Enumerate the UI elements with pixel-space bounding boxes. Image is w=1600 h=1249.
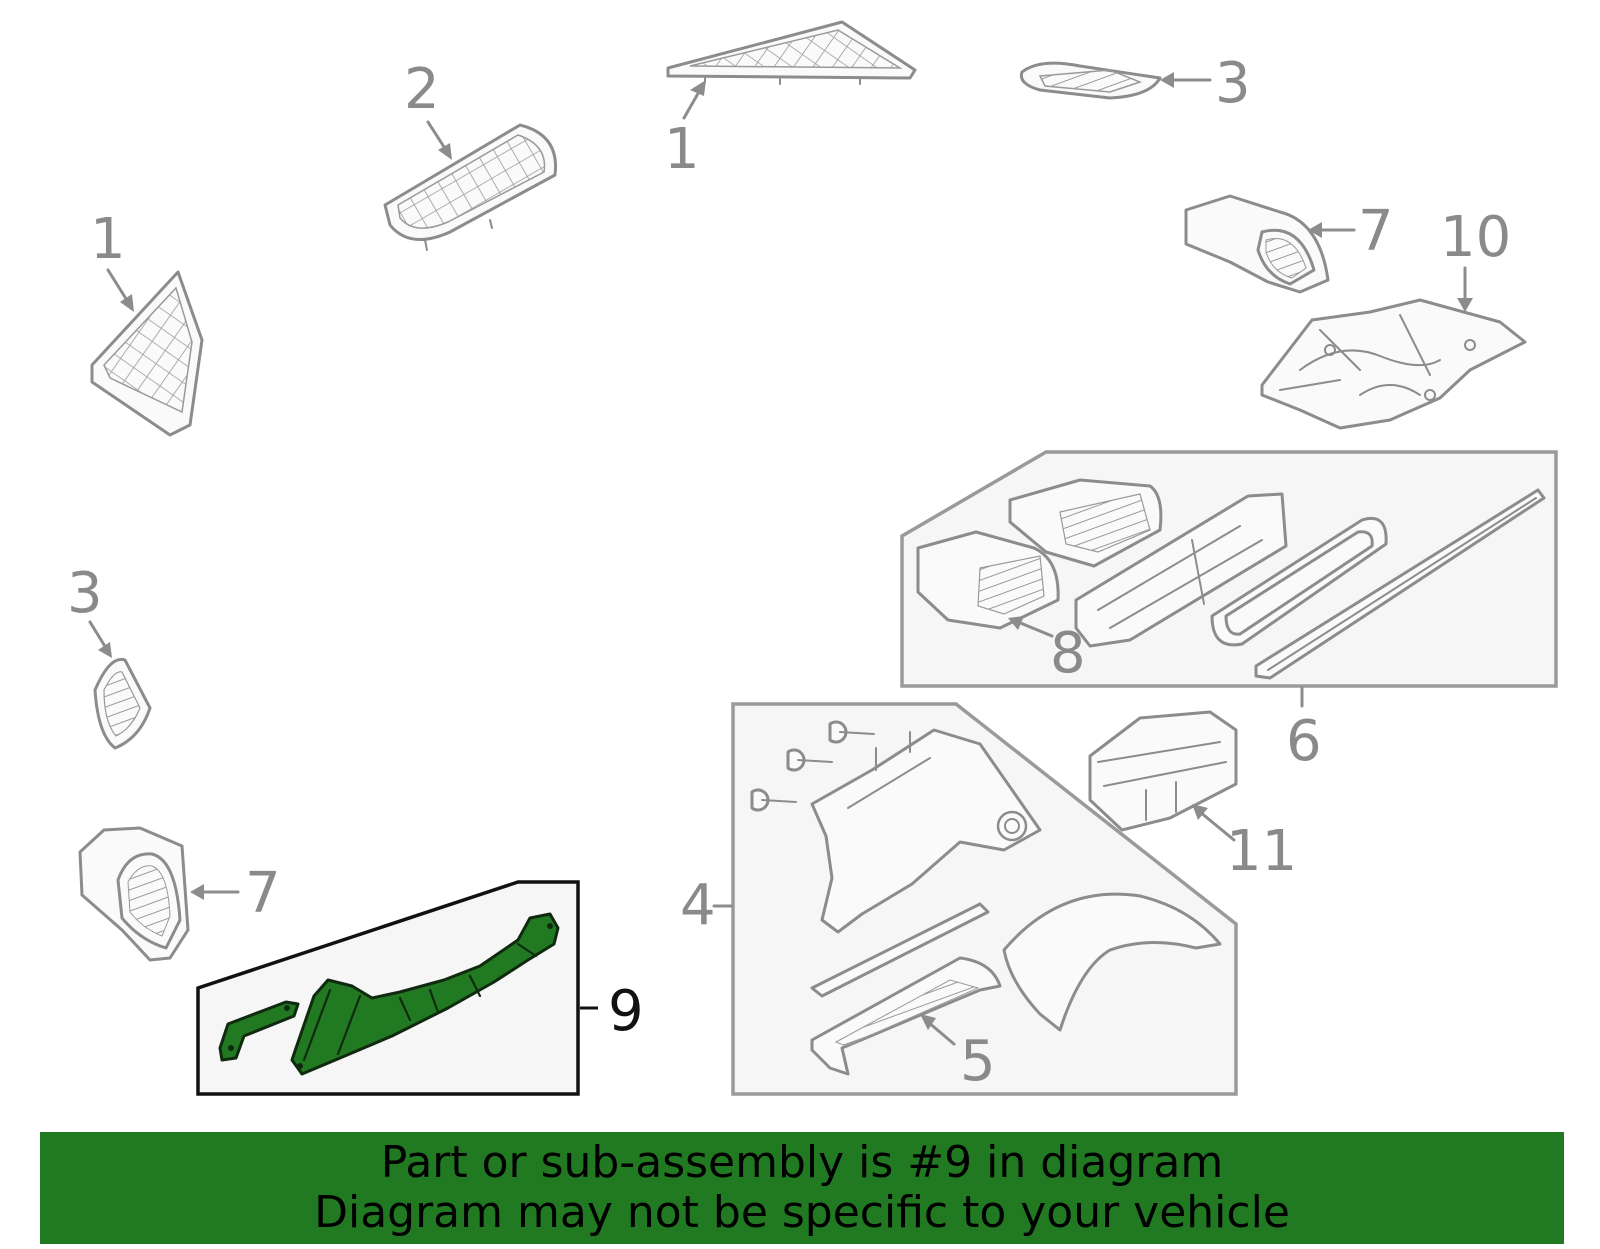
callout-1-top-leader [682,80,706,120]
part-7-top-vent [1184,194,1330,294]
callout-1-left: 1 [90,207,126,272]
callout-3-left-leader [88,620,112,658]
callout-10: 10 [1440,205,1511,270]
callout-10-leader [1457,266,1473,312]
callout-3-top-leader [1160,72,1212,88]
part-10-bracket [1260,298,1527,430]
callout-8: 8 [1050,621,1086,686]
part-1-top-grille [666,20,917,85]
banner-line-1: Part or sub-assembly is #9 in diagram [380,1137,1224,1188]
callout-11: 11 [1226,819,1297,884]
callout-8-leader [1008,616,1054,638]
callout-7-left-leader [190,884,240,900]
callout-1-top: 1 [664,117,700,182]
callout-3-top: 3 [1215,51,1251,116]
callout-11-leader [1192,804,1236,842]
callout-5: 5 [960,1029,996,1094]
part-9-group-box [196,880,580,1096]
part-9-reinforcement-highlighted [218,912,560,1076]
part-2-center-grille [383,123,558,251]
part-1-left-grille [90,270,204,437]
callout-9: 9 [608,979,644,1044]
info-banner: Part or sub-assembly is #9 in diagram Di… [40,1132,1564,1244]
part-3-top-vent [1019,61,1162,100]
callout-1-left-leader [106,268,134,312]
callout-4: 4 [680,873,716,938]
part-4-group-box [731,702,1238,1096]
callout-7-top-leader [1308,222,1356,238]
callout-2-leader [426,120,452,160]
callout-7-left: 7 [245,861,281,926]
callout-5-leader [920,1014,956,1046]
callout-7-top: 7 [1358,199,1394,264]
part-3-left-vent [93,657,152,750]
banner-line-2: Diagram may not be specific to your vehi… [314,1187,1290,1238]
part-11-airbag [1088,710,1238,832]
callout-6: 6 [1286,709,1322,774]
part-7-left-vent [78,826,190,962]
callout-2: 2 [404,57,440,122]
part-6-group-box [900,450,1558,688]
callout-3-left: 3 [67,561,103,626]
